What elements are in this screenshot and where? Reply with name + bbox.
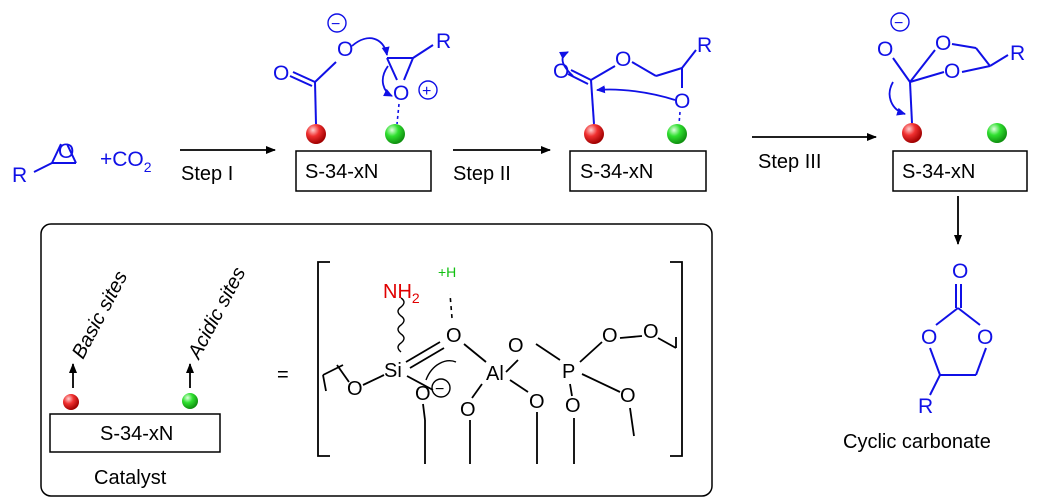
ester-oxygen-2: O — [615, 48, 631, 71]
release-arrow — [888, 81, 906, 116]
r-group-product: R — [918, 395, 933, 418]
legend-frame — [40, 223, 713, 497]
o-al-down: O — [529, 391, 545, 413]
support-box-1 — [295, 150, 432, 192]
carbonyl-oxygen: O — [273, 62, 289, 85]
left-bracket — [317, 261, 330, 457]
legend-basic-ball — [63, 394, 79, 410]
support-box-2 — [569, 150, 707, 192]
alkoxide-oxygen-3: O — [877, 38, 893, 61]
framework-minus: − — [435, 381, 444, 398]
catalyst-legend: Basic sites Acidic sites S-34-xN Catalys… — [40, 223, 713, 497]
step-1-label: Step I — [181, 163, 233, 185]
support-label-2: S-34-xN — [580, 161, 653, 183]
legend-catalyst-label: S-34-xN — [100, 423, 173, 445]
intermediate-2: S-34-xN O O R O — [553, 34, 712, 192]
carbonyl-arrow — [559, 51, 574, 77]
legend-catalyst-box — [49, 413, 221, 453]
step-3-label: Step III — [758, 151, 821, 173]
acidic-site-ball — [385, 124, 405, 144]
ring-oxygen-product-b: O — [977, 326, 993, 349]
carbonyl-oxygen-product: O — [952, 260, 968, 283]
o-silanol: O — [446, 325, 462, 347]
step-2-label: Step II — [453, 163, 511, 185]
svg-text:−: − — [894, 15, 903, 32]
catalyst-caption: Catalyst — [94, 467, 167, 489]
co2-label: +CO2 — [100, 148, 152, 175]
ring-open-arrow — [381, 65, 393, 97]
cyclic-carbonate-product: O O O R — [918, 260, 993, 418]
legend-acidic-ball — [182, 393, 198, 409]
al-atom: Al — [486, 363, 504, 385]
support-box-3 — [892, 150, 1028, 192]
alkoxide-oxygen: O — [337, 38, 353, 61]
product-label: Cyclic carbonate — [843, 431, 991, 453]
epoxide-reactant: O R — [12, 140, 77, 187]
o-p-down-left: O — [565, 395, 581, 417]
o-p-down-right: O — [620, 385, 636, 407]
si-atom: Si — [384, 360, 402, 382]
carbonyl-oxygen-2: O — [553, 60, 569, 83]
plus-charge: + — [422, 83, 431, 100]
right-bracket — [670, 261, 683, 457]
o-p-terminal: O — [643, 321, 659, 343]
alkoxide-oxygen-2: O — [674, 90, 690, 113]
nh2-group: NH2 — [383, 281, 420, 306]
ring-oxygen-product-a: O — [921, 326, 937, 349]
epoxide-oxygen-1: O — [393, 82, 409, 105]
attack-arrow — [351, 37, 390, 56]
p-atom: P — [562, 361, 575, 383]
o-al-left: O — [460, 399, 476, 421]
support-label-3: S-34-xN — [902, 161, 975, 183]
cyclization-arrow — [596, 85, 676, 101]
equals-sign: = — [277, 364, 289, 386]
o-bridge-1: O — [347, 378, 363, 400]
ring-oxygen-3b: O — [944, 60, 960, 83]
basic-site-ball — [306, 124, 326, 144]
co2-reactant: +CO2 — [100, 148, 152, 175]
ring-oxygen-3a: O — [935, 32, 951, 55]
o-p-up: O — [602, 325, 618, 347]
o-al-p-bridge: O — [508, 335, 524, 357]
r-group-2: R — [697, 34, 712, 57]
r-group-3: R — [1010, 42, 1025, 65]
epoxide-oxygen: O — [58, 140, 74, 163]
wavy-linker — [397, 297, 405, 353]
support-label-1: S-34-xN — [305, 161, 378, 183]
proton-h: +H — [438, 264, 456, 280]
intermediate-1: S-34-xN O O − R O + — [273, 13, 451, 192]
minus-charge: − — [331, 16, 340, 33]
r-group-1: R — [436, 30, 451, 53]
o-si-lower: O — [415, 383, 431, 405]
intermediate-3: S-34-xN O − O O R — [877, 12, 1028, 192]
epoxide-r-group: R — [12, 164, 27, 187]
